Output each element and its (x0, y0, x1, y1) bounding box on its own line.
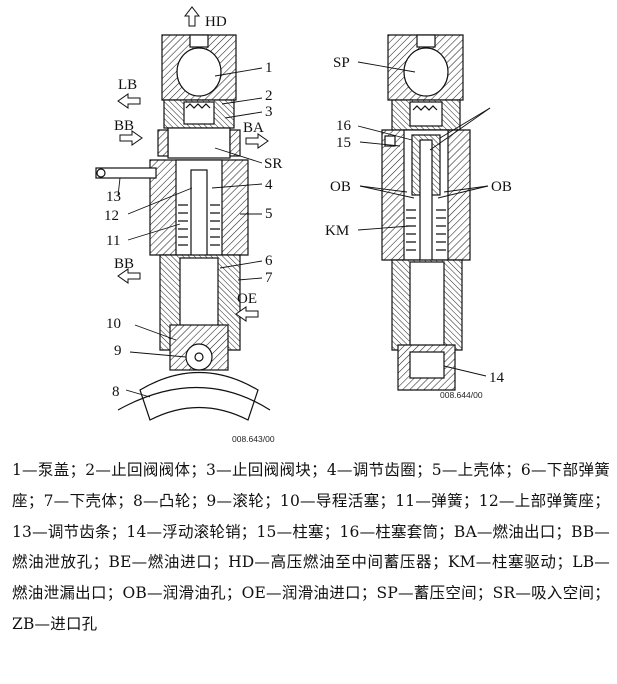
pump-section-drawings: HD LB BB BA SR BB OE 1 2 3 4 5 6 7 8 9 1… (95, 6, 512, 444)
left-section-view (95, 34, 271, 421)
storage-space (403, 47, 449, 97)
label-n9: 9 (114, 343, 122, 359)
right-labels: SP 16 15 OB OB KM 14 008.644/00 (325, 55, 512, 400)
arrow-lb (117, 93, 141, 109)
left-figure-ref: 008.643/00 (232, 434, 275, 444)
label-n15: 15 (336, 135, 351, 151)
label-n14: 14 (489, 370, 505, 386)
label-bb-bottom: BB (114, 256, 134, 272)
label-n2: 2 (265, 88, 273, 104)
label-lb: LB (118, 77, 137, 93)
label-ba: BA (243, 120, 264, 136)
label-n1: 1 (265, 60, 273, 76)
label-n3: 3 (265, 104, 273, 120)
accumulator-cavity (176, 47, 222, 97)
spring-left (178, 204, 188, 246)
arrow-bb-bottom (117, 268, 141, 284)
spring-right (210, 204, 220, 246)
label-oe: OE (237, 291, 257, 307)
label-sp: SP (333, 55, 350, 71)
label-hd: HD (205, 14, 227, 30)
right-section-view (381, 34, 471, 391)
figure-caption: 1—泵盖；2—止回阀阀体；3—止回阀阀块；4—调节齿圈；5—上壳体；6—下部弹簧… (12, 461, 610, 633)
arrow-bb-top (119, 130, 143, 146)
label-n7: 7 (265, 270, 273, 286)
arrow-oe (235, 306, 259, 322)
left-flow-arrows (117, 6, 269, 322)
control-rack (95, 167, 157, 179)
floating-roller-pin (409, 351, 445, 379)
left-labels: HD LB BB BA SR BB OE 1 2 3 4 5 6 7 8 9 1… (104, 14, 282, 444)
label-n6: 6 (265, 253, 273, 269)
label-bb-top: BB (114, 118, 134, 134)
left-leader-lines (117, 67, 263, 398)
label-km: KM (325, 223, 349, 239)
label-n13: 13 (106, 189, 121, 205)
right-leader-lines (357, 61, 491, 377)
arrow-hd (183, 6, 201, 27)
arrow-ba (245, 133, 269, 149)
suction-block (167, 127, 231, 159)
label-ob-left: OB (330, 179, 351, 195)
label-n8: 8 (112, 384, 120, 400)
label-sr: SR (264, 156, 282, 172)
right-figure-ref: 008.644/00 (440, 390, 483, 400)
label-n12: 12 (104, 208, 119, 224)
label-ob-right: OB (491, 179, 512, 195)
label-n5: 5 (265, 206, 273, 222)
label-n16: 16 (336, 118, 352, 134)
label-n4: 4 (265, 177, 273, 193)
cam (139, 371, 259, 421)
label-n11: 11 (106, 233, 120, 249)
label-n10: 10 (106, 316, 121, 332)
